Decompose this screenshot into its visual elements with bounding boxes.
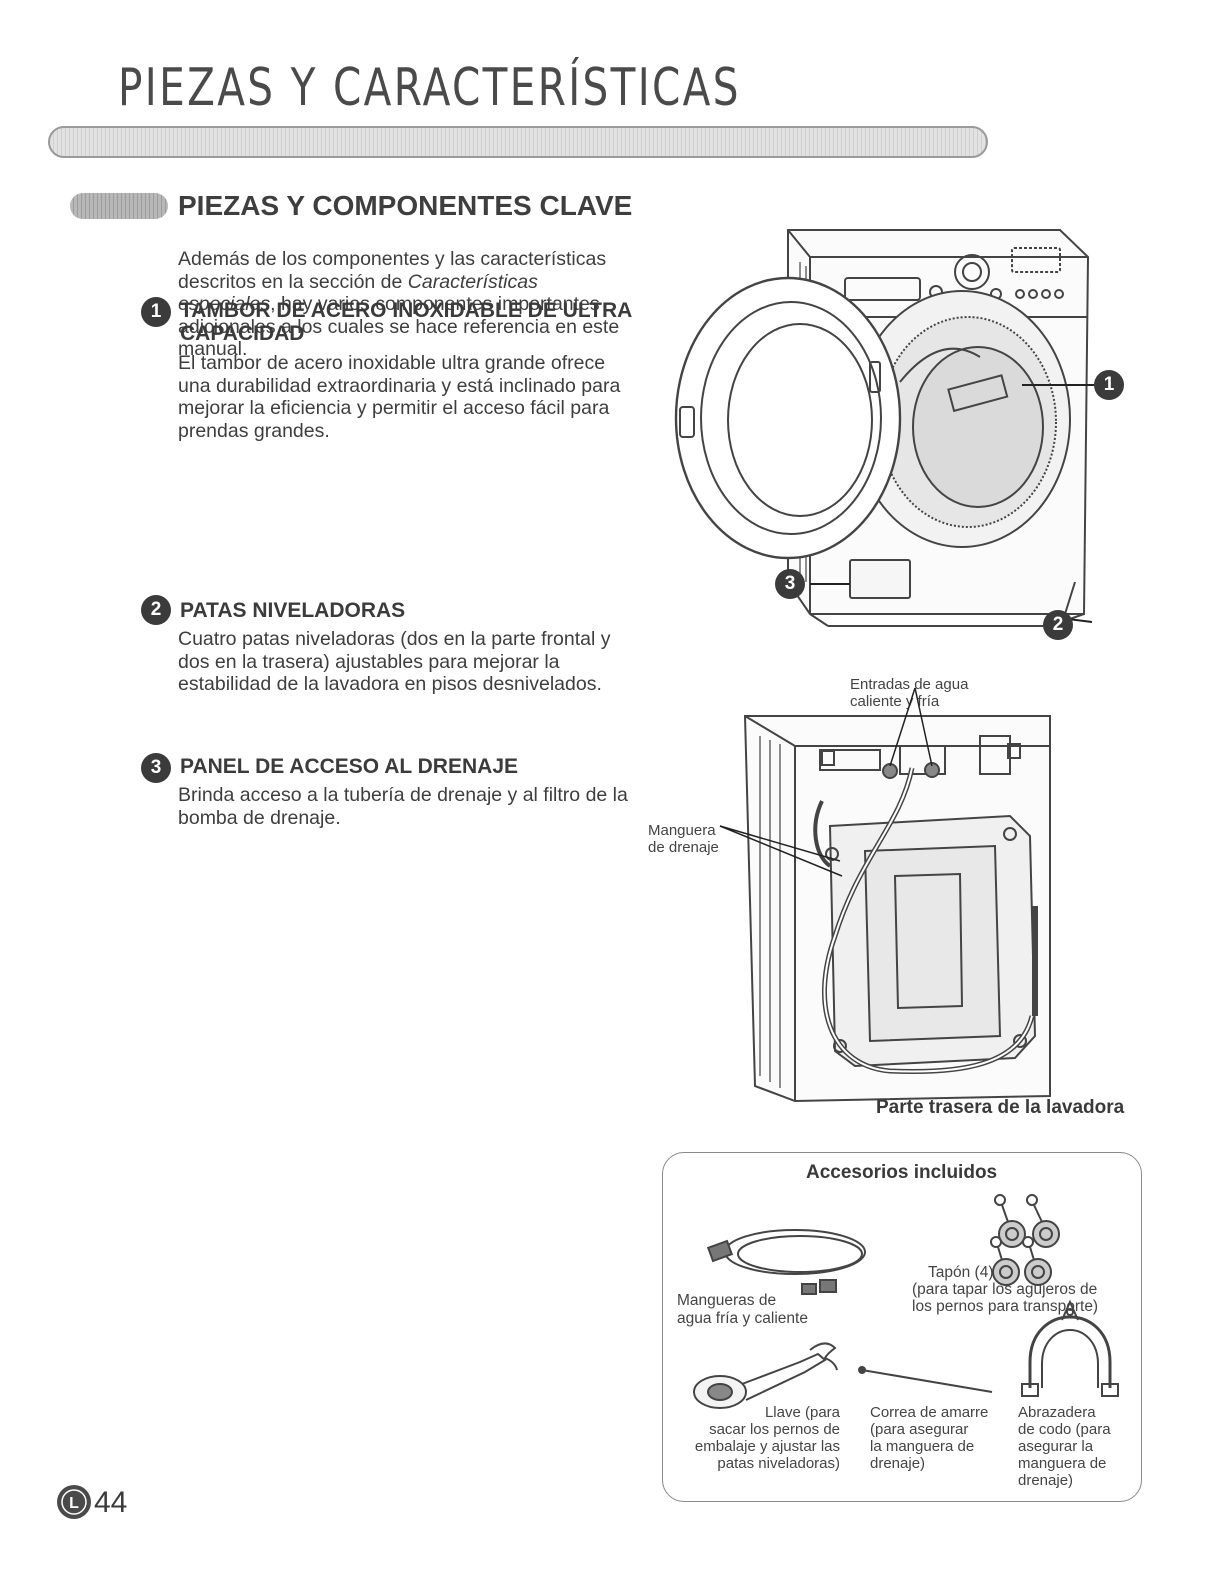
inlets-label-line1: Entradas de agua bbox=[850, 676, 969, 693]
section-marker-pill bbox=[70, 193, 168, 219]
water-hoses-icon bbox=[706, 1229, 866, 1295]
elbow-label-line4: manguera de bbox=[1018, 1455, 1107, 1472]
strap-label-line2: (para asegurar bbox=[870, 1421, 969, 1438]
front-callout-badge: 2 bbox=[1043, 610, 1073, 640]
feature-title: PANEL DE ACCESO AL DRENAJE bbox=[180, 755, 518, 778]
elbow-label: Abrazadera de codo (para asegurar la man… bbox=[1018, 1404, 1133, 1489]
intro-text-italic: Características especiales bbox=[178, 270, 538, 316]
hoses-label-line1: Mangueras de bbox=[677, 1292, 777, 1309]
hoses-label-line2: agua fría y caliente bbox=[677, 1310, 808, 1327]
intro-text-after: , hay varios componentes importantes adi… bbox=[178, 293, 620, 360]
wrench-label-line3: embalaje y ajustar las bbox=[694, 1438, 840, 1455]
wrench-label-line4: patas niveladoras) bbox=[717, 1455, 840, 1472]
intro-paragraph: Además de los componentes y las caracter… bbox=[178, 248, 638, 361]
caps-icon bbox=[990, 1194, 1060, 1286]
drain-hose-label-line1: Manguera bbox=[648, 822, 716, 839]
feature-description: Brinda acceso a la tubería de drenaje y … bbox=[178, 784, 628, 829]
section-title: PIEZAS Y COMPONENTES CLAVE bbox=[178, 190, 633, 221]
caps-label-line1: Tapón (4) bbox=[928, 1264, 994, 1281]
strap-label-line1: Correa de amarre bbox=[870, 1404, 989, 1421]
strap-label: Correa de amarre (para asegurar la mangu… bbox=[870, 1404, 1010, 1472]
feature-title: TAMBOR DE ACERO INOXIDABLE DE ULTRA CAPA… bbox=[180, 299, 632, 345]
drain-hose-label-line2: de drenaje bbox=[648, 839, 719, 856]
front-callout-badge: 1 bbox=[1094, 370, 1124, 400]
accessories-box bbox=[662, 1152, 1142, 1502]
elbow-bracket-icon bbox=[1021, 1299, 1119, 1397]
page-title: PIEZAS Y CARACTERÍSTICAS bbox=[118, 58, 741, 118]
wrench-label: Llave (para sacar los pernos de embalaje… bbox=[670, 1404, 840, 1472]
feature-number-badge: 1 bbox=[141, 297, 171, 327]
lg-logo-icon: L bbox=[56, 1484, 92, 1520]
feature-number-badge: 2 bbox=[141, 595, 171, 625]
feature-title: PATAS NIVELADORAS bbox=[180, 599, 406, 622]
lg-logo-letter: L bbox=[69, 1495, 79, 1512]
wrench-label-line2: sacar los pernos de bbox=[709, 1421, 840, 1438]
title-decoration-bar bbox=[48, 126, 988, 158]
page-number: 44 bbox=[94, 1486, 128, 1519]
strap-label-line3: la manguera de bbox=[870, 1438, 975, 1455]
front-callout-badge: 3 bbox=[775, 569, 805, 599]
wrench-label-line1: Llave (para bbox=[764, 1404, 840, 1421]
strap-label-line4: drenaje) bbox=[870, 1455, 926, 1472]
cable-tie-icon bbox=[858, 1366, 993, 1393]
feature-description: El tambor de acero inoxidable ultra gran… bbox=[178, 352, 621, 442]
elbow-label-line2: de codo (para bbox=[1018, 1421, 1111, 1438]
elbow-label-line1: Abrazadera bbox=[1018, 1404, 1096, 1421]
washer-rear-illustration bbox=[719, 687, 1051, 1103]
caps-label-line3: los pernos para transporte) bbox=[912, 1298, 1099, 1315]
washer-front-illustration bbox=[674, 229, 1100, 627]
intro-text-before: Además de los componentes y las caracter… bbox=[178, 248, 607, 293]
feature-number-badge: 3 bbox=[141, 753, 171, 783]
wrench-icon bbox=[693, 1342, 838, 1409]
elbow-label-line3: asegurar la bbox=[1018, 1438, 1094, 1455]
caps-label-line2: (para tapar los agujeros de bbox=[912, 1281, 1098, 1298]
accessories-illustrations bbox=[693, 1194, 1119, 1409]
rear-view-caption: Parte trasera de la lavadora bbox=[876, 1097, 1125, 1118]
elbow-label-line5: drenaje) bbox=[1018, 1472, 1074, 1489]
feature-description: Cuatro patas niveladoras (dos en la part… bbox=[178, 628, 611, 695]
accessories-title: Accesorios incluidos bbox=[806, 1162, 998, 1183]
